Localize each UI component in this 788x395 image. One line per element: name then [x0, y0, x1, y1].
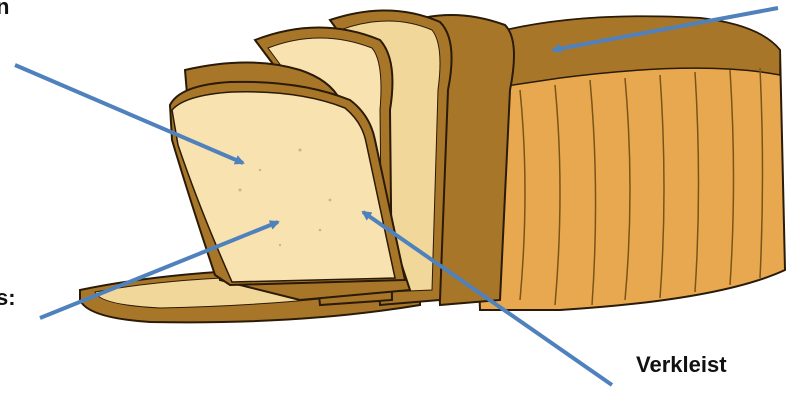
loaf-body [470, 16, 785, 310]
label-bottom-right: Verkleist [636, 352, 727, 378]
label-left: s: [0, 285, 16, 311]
label-top-left: n [0, 0, 9, 20]
